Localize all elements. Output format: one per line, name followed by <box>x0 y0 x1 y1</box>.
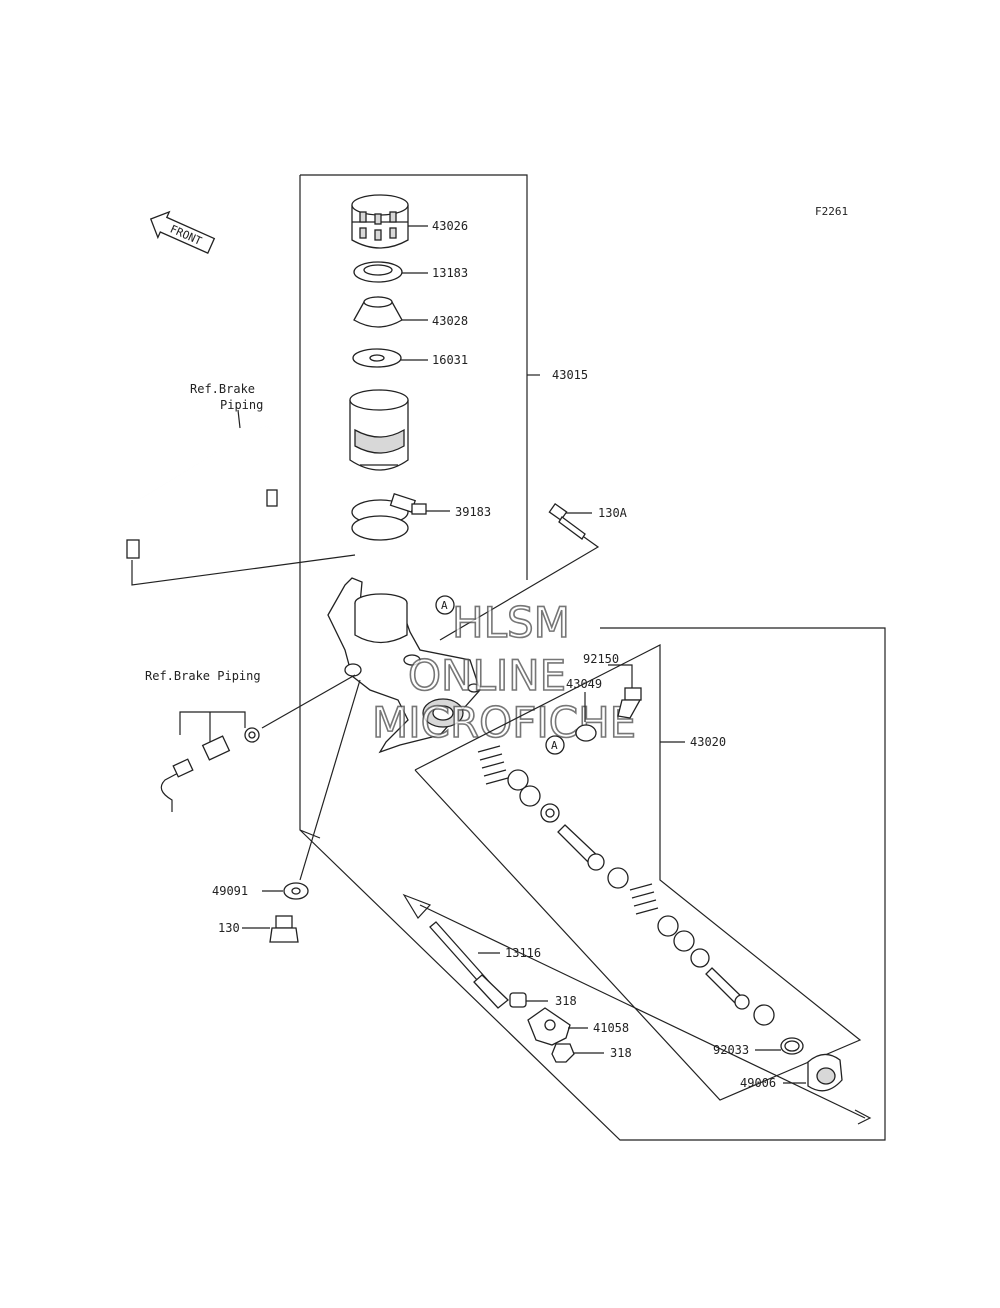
label-43028: 43028 <box>432 314 468 328</box>
label-39183: 39183 <box>455 505 491 519</box>
bleeder-valve-92150 <box>617 687 642 719</box>
master-cylinder-body <box>327 577 481 754</box>
label-43026: 43026 <box>432 219 468 233</box>
label-43015: 43015 <box>552 368 588 382</box>
seal-5 <box>657 915 679 937</box>
outer-outline <box>299 627 886 1141</box>
label-92033: 92033 <box>713 1043 749 1057</box>
reservoir-cap <box>351 194 409 249</box>
diaphragm-plate <box>353 261 403 283</box>
ref-brake-piping-left: Ref.Brake Piping <box>145 669 261 683</box>
label-318-bottom: 318 <box>610 1046 632 1060</box>
reservoir-body <box>349 389 409 471</box>
washer-49091 <box>283 882 309 900</box>
spring-2 <box>629 883 659 915</box>
label-130: 130 <box>218 921 240 935</box>
callout-a-top <box>435 595 455 615</box>
seal-8 <box>753 1004 775 1026</box>
seal-3 <box>540 803 560 823</box>
label-43020: 43020 <box>690 735 726 749</box>
circlip-92033 <box>780 1037 804 1055</box>
figure-code: F2261 <box>815 205 848 218</box>
washer-16031 <box>352 348 402 368</box>
push-rod-end-arrow <box>854 1109 872 1125</box>
bolt-130A <box>548 502 586 540</box>
label-13183: 13183 <box>432 266 468 280</box>
cap-43049 <box>575 724 597 742</box>
callout-a-bottom-label: A <box>551 739 558 752</box>
front-arrow-icon: FRONT <box>149 210 216 254</box>
diaphragm <box>353 296 403 328</box>
push-rod-arrow <box>402 893 432 919</box>
piston-1 <box>557 824 605 871</box>
brake-pipe-top <box>126 424 278 559</box>
label-16031: 16031 <box>432 353 468 367</box>
callout-a-top-label: A <box>441 599 448 612</box>
label-49006: 49006 <box>740 1076 776 1090</box>
seal-7 <box>690 948 710 968</box>
label-318-top: 318 <box>555 994 577 1008</box>
label-130A: 130A <box>598 506 628 520</box>
brake-pipe-left <box>160 727 260 812</box>
watermark-line1: HLSM <box>452 598 570 647</box>
bolt-130 <box>269 915 299 943</box>
nut-318-bottom <box>551 1043 575 1063</box>
bracket-43020 <box>414 644 862 1101</box>
push-rod-13116 <box>429 921 509 1009</box>
label-41058: 41058 <box>593 1021 629 1035</box>
nut-318-top <box>509 992 527 1008</box>
seal-1 <box>507 769 529 791</box>
spring-1 <box>477 745 509 785</box>
clevis-41058 <box>527 1007 571 1046</box>
seal-4 <box>607 867 629 889</box>
seal-6 <box>673 930 695 952</box>
ref-brake-piping-top-line2: Piping <box>220 398 263 412</box>
ref-brake-piping-top-line1: Ref.Brake <box>190 382 255 396</box>
hose-clamp <box>351 493 427 541</box>
label-13116: 13116 <box>505 946 541 960</box>
bracket-43015 <box>300 174 528 580</box>
label-49091: 49091 <box>212 884 248 898</box>
label-92150: 92150 <box>583 652 619 666</box>
watermark-line3: MICROFICHE <box>372 698 636 747</box>
dust-boot-49006 <box>807 1053 843 1092</box>
label-43049: 43049 <box>566 677 602 691</box>
watermark-line2: ONLINE <box>408 651 566 700</box>
piston-2 <box>705 967 750 1010</box>
seal-2 <box>519 785 541 807</box>
callout-a-bottom <box>545 735 565 755</box>
bracket-43015-left <box>299 175 321 839</box>
